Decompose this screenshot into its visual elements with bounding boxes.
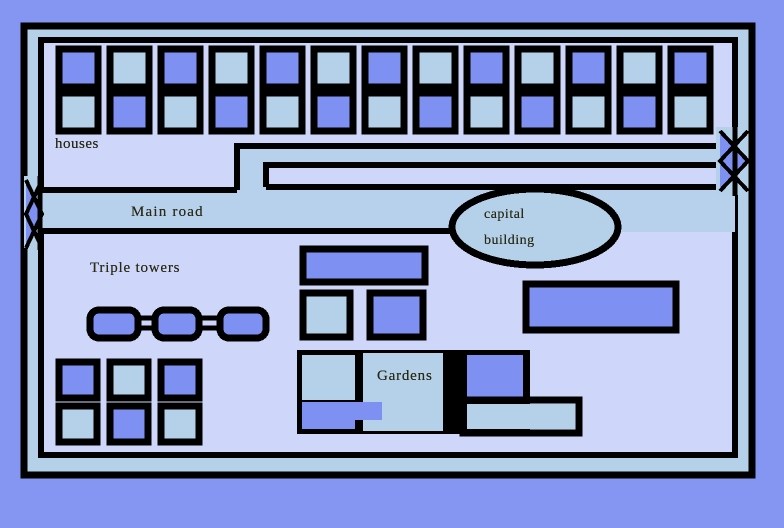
garden-plot-nw[interactable] xyxy=(302,355,355,400)
block[interactable] xyxy=(106,358,152,402)
houses-district xyxy=(55,45,714,135)
house[interactable] xyxy=(106,89,153,135)
house[interactable] xyxy=(514,89,561,135)
house[interactable] xyxy=(667,45,714,91)
branch-road-inner-edge xyxy=(263,162,736,187)
tower-west[interactable] xyxy=(86,306,142,342)
house[interactable] xyxy=(565,45,612,91)
house[interactable] xyxy=(361,89,408,135)
capital-building[interactable] xyxy=(448,185,622,269)
house[interactable] xyxy=(157,45,204,91)
triple-towers[interactable] xyxy=(86,306,270,342)
main-road-surface xyxy=(24,190,735,232)
house[interactable] xyxy=(616,89,663,135)
garden-plot-se-fill[interactable] xyxy=(467,404,575,429)
block[interactable] xyxy=(106,402,152,446)
house[interactable] xyxy=(412,45,459,91)
gardens-complex xyxy=(297,350,583,437)
block[interactable] xyxy=(55,358,101,402)
small-square-dark-building[interactable] xyxy=(366,289,427,341)
house[interactable] xyxy=(106,45,153,91)
lower-blocks-district xyxy=(55,358,203,446)
house[interactable] xyxy=(463,45,510,91)
house[interactable] xyxy=(361,45,408,91)
house[interactable] xyxy=(565,89,612,135)
house[interactable] xyxy=(667,89,714,135)
house[interactable] xyxy=(310,89,357,135)
outer-wall xyxy=(20,22,756,479)
small-square-light-building[interactable] xyxy=(299,289,354,341)
house[interactable] xyxy=(55,45,102,91)
west-gate[interactable] xyxy=(23,176,45,250)
block[interactable] xyxy=(157,402,203,446)
house[interactable] xyxy=(157,89,204,135)
house[interactable] xyxy=(616,45,663,91)
house[interactable] xyxy=(412,89,459,135)
garden-plot-se-outline xyxy=(459,396,583,437)
tower-center[interactable] xyxy=(151,306,203,342)
garden-plot-sw-ext[interactable] xyxy=(302,402,382,420)
east-hall-building[interactable] xyxy=(522,280,680,334)
east-gate[interactable] xyxy=(716,125,751,196)
house[interactable] xyxy=(208,89,255,135)
tower-east[interactable] xyxy=(216,306,270,342)
garden-plot-ne[interactable] xyxy=(467,355,523,400)
wide-hall-building[interactable] xyxy=(299,245,429,286)
house[interactable] xyxy=(514,45,561,91)
house[interactable] xyxy=(208,45,255,91)
house[interactable] xyxy=(55,89,102,135)
block[interactable] xyxy=(157,358,203,402)
house[interactable] xyxy=(310,45,357,91)
road-island xyxy=(266,165,732,187)
block[interactable] xyxy=(55,402,101,446)
house[interactable] xyxy=(259,89,306,135)
house[interactable] xyxy=(463,89,510,135)
branch-road-outer-edge xyxy=(234,143,738,190)
house[interactable] xyxy=(259,45,306,91)
